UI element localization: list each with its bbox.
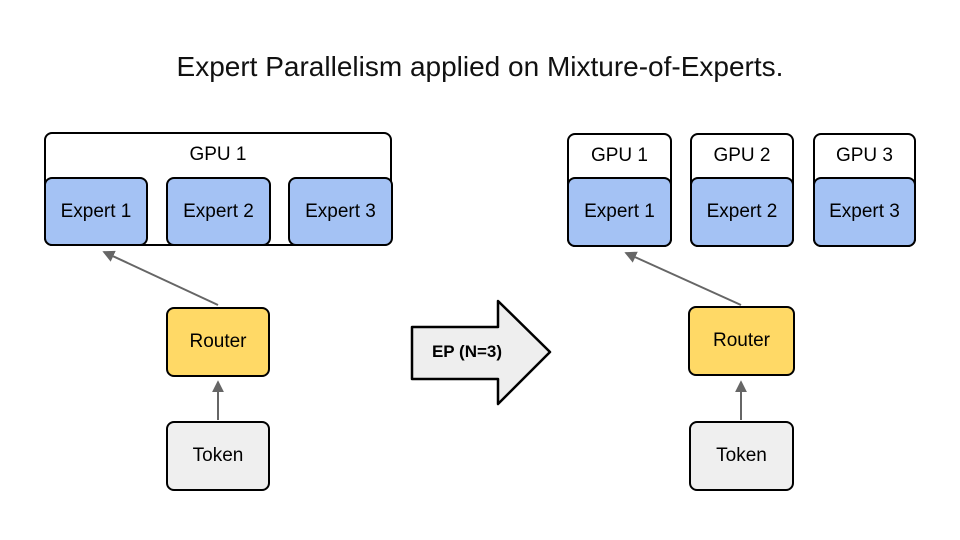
right-token-box: Token — [689, 421, 794, 491]
ep-arrow-label: EP (N=3) — [431, 342, 503, 361]
right-router-box: Router — [688, 306, 795, 376]
left-expert-1-box: Expert 1 — [44, 177, 148, 246]
right-router-label: Router — [712, 330, 771, 351]
right-token-label: Token — [716, 445, 767, 466]
left-expert-1-label: Expert 1 — [60, 200, 132, 222]
left-router-box: Router — [166, 307, 270, 377]
right-gpu-3-label: GPU 3 — [835, 145, 894, 166]
left-expert-3-label: Expert 3 — [305, 200, 376, 222]
left-expert-3-box: Expert 3 — [288, 177, 393, 246]
right-expert-1-label: Expert 1 — [584, 201, 655, 222]
left-expert-2-label: Expert 2 — [183, 200, 254, 222]
left-expert-2-box: Expert 2 — [166, 177, 271, 246]
right-expert-2-label: Expert 2 — [706, 201, 778, 222]
right-gpu-1-label: GPU 1 — [590, 145, 649, 166]
left-router-label: Router — [189, 331, 247, 352]
right-router-to-expert1-arrow — [624, 251, 742, 306]
left-router-to-expert1-arrow — [102, 250, 219, 306]
left-token-label: Token — [192, 445, 244, 466]
right-expert-3-box: Expert 3 — [813, 177, 916, 247]
diagram-title: Expert Parallelism applied on Mixture-of… — [176, 51, 784, 82]
right-expert-2-box: Expert 2 — [690, 177, 794, 247]
left-gpu-label: GPU 1 — [189, 144, 247, 165]
left-token-box: Token — [166, 421, 270, 491]
right-gpu-2-label: GPU 2 — [713, 145, 771, 166]
right-expert-1-box: Expert 1 — [567, 177, 672, 247]
right-expert-3-label: Expert 3 — [829, 201, 900, 222]
